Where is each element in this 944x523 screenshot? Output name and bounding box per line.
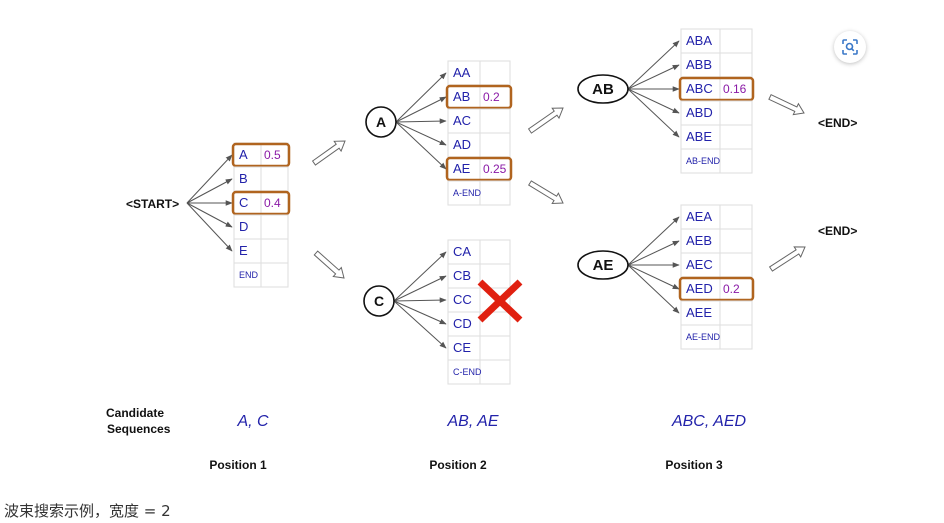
transition-arrow	[768, 94, 805, 116]
expansion-node-A	[365, 106, 397, 138]
candidate-score: 0.4	[264, 196, 281, 210]
candidate-token: AE	[453, 161, 471, 176]
expansion-node-label: AB	[592, 81, 614, 98]
candidate-token: CB	[453, 268, 471, 283]
candidate-token: CA	[453, 244, 471, 259]
candidate-sequences-3: ABC, AED	[671, 413, 747, 430]
candidate-score: 0.16	[723, 82, 747, 96]
candidate-score: 0.5	[264, 148, 281, 162]
expansion-node-C	[363, 285, 395, 317]
expansion-edge	[186, 178, 233, 204]
expansion-edge	[395, 121, 447, 170]
expansion-edge	[395, 72, 447, 123]
expansion-edge	[393, 251, 447, 302]
expansion-edge	[627, 64, 680, 90]
candidate-token: CE	[453, 340, 471, 355]
candidate-sequences-1: A, C	[236, 413, 269, 430]
expansion-edge	[627, 264, 680, 290]
candidate-score: 0.25	[483, 162, 507, 176]
expansion-edge	[393, 297, 447, 303]
selected-candidate-highlight	[445, 156, 513, 182]
transition-arrow	[311, 140, 346, 166]
expansion-edge	[395, 96, 447, 123]
candidate-token: AA	[453, 65, 471, 80]
expansion-edge	[395, 118, 447, 124]
candidate-token: B	[239, 171, 248, 186]
expansion-edge	[395, 121, 447, 146]
expansion-edge	[627, 88, 680, 138]
candidate-token: AC	[453, 113, 471, 128]
candidate-token: AED	[686, 281, 713, 296]
candidate-token: E	[239, 243, 248, 258]
candidate-token: C	[239, 195, 248, 210]
position-label-3: Position 3	[665, 458, 723, 472]
candidate-token: D	[239, 219, 248, 234]
candidate-token: ABE	[686, 129, 712, 144]
expansion-edge	[393, 300, 447, 349]
zoom-button[interactable]	[834, 31, 866, 63]
candidate-token: ABA	[686, 33, 712, 48]
candidate-sequences-label: Candidate Sequences	[106, 405, 170, 437]
candidate-token: AB-END	[686, 156, 721, 166]
transition-arrow	[313, 250, 345, 279]
candidate-token: END	[239, 270, 259, 280]
selected-candidate-highlight	[231, 142, 291, 168]
figure-caption: 波束搜索示例，宽度 = 2	[4, 502, 171, 520]
candidate-token: ABB	[686, 57, 712, 72]
position-label-2: Position 2	[429, 458, 487, 472]
candidate-token: AEC	[686, 257, 713, 272]
candidate-token: AEA	[686, 209, 712, 224]
candidate-token: A-END	[453, 188, 482, 198]
candidate-token: ABC	[686, 81, 713, 96]
candidate-sequences-2: AB, AE	[447, 413, 499, 430]
candidate-token: CC	[453, 292, 472, 307]
candidate-token: CD	[453, 316, 472, 331]
expansion-edge	[627, 216, 680, 266]
candidate-token: AEE	[686, 305, 712, 320]
expansion-edge	[627, 240, 680, 266]
candidate-token: ABD	[686, 105, 713, 120]
expansion-node-label: A	[376, 114, 386, 130]
candidate-score: 0.2	[723, 282, 740, 296]
expansion-edge	[393, 275, 447, 302]
selected-candidate-highlight	[678, 76, 755, 102]
candidate-token: AD	[453, 137, 471, 152]
selected-candidate-highlight	[445, 84, 513, 110]
candidate-token: AB	[453, 89, 470, 104]
position-label-1: Position 1	[209, 458, 267, 472]
transition-arrow	[768, 246, 806, 272]
expansion-edge	[393, 300, 447, 325]
candidate-token: A	[239, 147, 248, 162]
expansion-node-AE	[577, 250, 629, 280]
start-label: <START>	[126, 197, 179, 211]
zoom-scan-icon	[842, 39, 858, 55]
expansion-edge	[627, 264, 680, 314]
expansion-node-label: AE	[593, 257, 614, 274]
selected-candidate-highlight	[231, 190, 291, 216]
transition-arrow	[528, 180, 564, 205]
candidate-token: AEB	[686, 233, 712, 248]
candidate-token: AE-END	[686, 332, 721, 342]
end-label: <END>	[818, 224, 857, 238]
expansion-edge	[627, 88, 680, 114]
expansion-node-label: C	[374, 293, 384, 309]
selected-candidate-highlight	[678, 276, 755, 302]
end-label: <END>	[818, 116, 857, 130]
expansion-node-AB	[577, 74, 629, 104]
candidate-score: 0.2	[483, 90, 500, 104]
expansion-edge	[186, 202, 233, 228]
candidate-label-line-1: Candidate	[106, 406, 165, 420]
candidate-token: C-END	[453, 367, 482, 377]
transition-arrow	[527, 107, 564, 134]
expansion-edge	[186, 202, 233, 252]
expansion-edge	[186, 154, 233, 204]
expansion-edge	[627, 40, 680, 90]
candidate-label-line-2: Sequences	[107, 422, 171, 436]
cross-icon	[477, 279, 523, 323]
